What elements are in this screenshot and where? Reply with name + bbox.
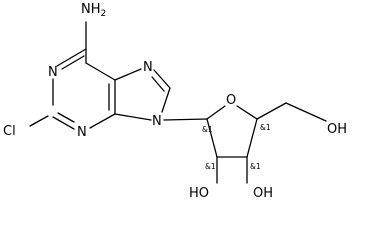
- bond-n7-c8-inner: [151, 76, 165, 92]
- bond-c4p-c5p: [256, 102, 287, 120]
- bond-c6-n1-inner: [61, 55, 85, 70]
- bond-c5-n7: [114, 68, 142, 81]
- stereo-label-c4: &1: [260, 123, 271, 132]
- bond-c3p-c4p: [246, 118, 258, 158]
- stereo-labels: &1 &1 &1 &1: [202, 123, 271, 171]
- bond-n9-c1p: [163, 118, 208, 121]
- bond-n3-c4: [89, 113, 116, 129]
- bond-c5-c6: [85, 62, 116, 81]
- n3-atom-label: N: [77, 125, 87, 140]
- ring-oxygen-label: O: [226, 93, 236, 108]
- hydroxyl-3-label: OH: [253, 186, 273, 201]
- bonds: [29, 21, 327, 184]
- atom-labels: NH2 N N N N Cl O OH HO OH: [3, 2, 347, 201]
- bond-c1p-c2p: [206, 118, 218, 158]
- molecule-structure: NH2 N N N N Cl O OH HO OH &1 &1 &1 &1: [3, 2, 347, 201]
- stereo-label-c1: &1: [202, 125, 213, 134]
- stereo-label-c2: &1: [205, 162, 216, 171]
- bond-c2-n3-inner: [57, 112, 75, 123]
- bond-n9-c4: [114, 113, 152, 121]
- bond-c5p-o5p: [285, 102, 327, 122]
- bond-c1p-o4p: [206, 105, 226, 120]
- bond-c2-n3: [52, 116, 75, 130]
- hydroxyl-5-label: OH: [327, 122, 347, 137]
- stereo-label-c3: &1: [250, 162, 261, 171]
- chlorine-atom-label: Cl: [3, 124, 16, 139]
- bond-o4p-c4p: [236, 105, 258, 120]
- n7-atom-label: N: [143, 60, 153, 75]
- n1-atom-label: N: [48, 65, 58, 80]
- bond-c2-cl: [29, 115, 49, 127]
- amino-group-label: NH2: [81, 2, 106, 19]
- bond-c8-n9: [161, 87, 171, 113]
- n9-atom-label: N: [152, 114, 162, 129]
- bond-c6-n1: [56, 48, 87, 67]
- bond-n7-c8: [153, 69, 171, 89]
- hydroxyl-2-label: HO: [189, 186, 209, 201]
